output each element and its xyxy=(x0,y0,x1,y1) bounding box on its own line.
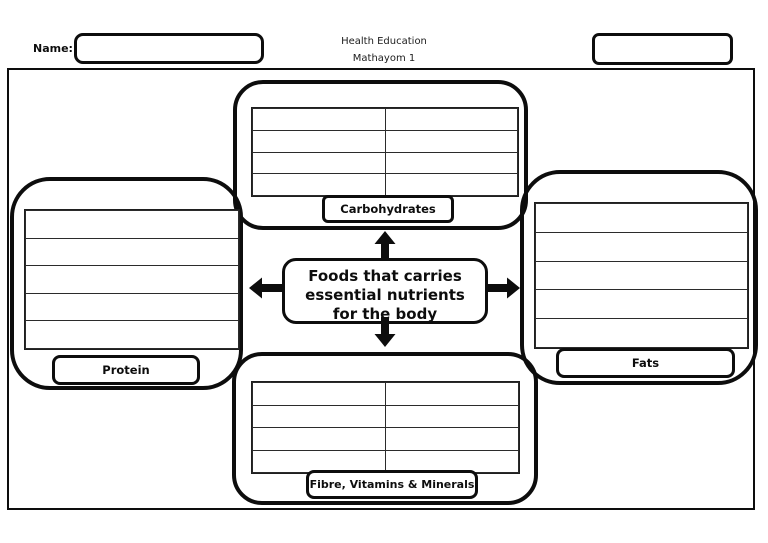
table-cell[interactable] xyxy=(25,320,239,349)
table-cell[interactable] xyxy=(252,404,386,428)
table-cell[interactable] xyxy=(385,427,519,451)
table-cell[interactable] xyxy=(252,129,386,153)
arrow-down-icon xyxy=(374,317,396,347)
fats-label-text: Fats xyxy=(631,356,660,370)
table-cell[interactable] xyxy=(384,173,518,196)
center-title-line2: essential nutrients xyxy=(305,286,465,304)
score-input-box[interactable] xyxy=(592,33,733,65)
center-title-line1: Foods that carries xyxy=(308,267,462,285)
table-cell[interactable] xyxy=(252,108,386,131)
table-cell[interactable] xyxy=(252,173,386,196)
bubble-fats: Fats xyxy=(520,170,758,385)
table-cell[interactable] xyxy=(535,203,748,233)
table-cell[interactable] xyxy=(385,382,519,406)
table-cell[interactable] xyxy=(252,151,386,175)
table-cell[interactable] xyxy=(25,292,239,322)
bubble-fibre-vitamins-minerals: Fibre, Vitamins & Minerals xyxy=(232,352,538,505)
arrow-left-icon xyxy=(249,277,283,299)
fats-label: Fats xyxy=(556,348,735,378)
carbohydrates-label: Carbohydrates xyxy=(322,195,454,223)
table-cell[interactable] xyxy=(252,449,386,473)
bubble-protein: Protein xyxy=(10,177,243,390)
name-label: Name: xyxy=(33,42,73,55)
table-cell[interactable] xyxy=(535,231,748,262)
table-cell[interactable] xyxy=(535,289,748,320)
table-cell[interactable] xyxy=(535,260,748,291)
arrow-right-icon xyxy=(487,277,520,299)
fibre-label-text: Fibre, Vitamins & Minerals xyxy=(309,478,475,491)
carbohydrates-table xyxy=(251,107,519,197)
protein-table xyxy=(24,209,240,350)
center-title-box: Foods that carries essential nutrients f… xyxy=(282,258,488,324)
course-grade: Mathayom 1 xyxy=(352,53,416,64)
table-cell[interactable] xyxy=(384,151,518,175)
table-cell[interactable] xyxy=(25,237,239,267)
table-cell[interactable] xyxy=(384,108,518,131)
course-title: Health Education Mathayom 1 xyxy=(0,33,768,67)
table-cell[interactable] xyxy=(384,129,518,153)
fats-table xyxy=(534,202,749,349)
table-cell[interactable] xyxy=(252,427,386,451)
table-cell[interactable] xyxy=(25,265,239,294)
protein-label-text: Protein xyxy=(102,363,150,377)
center-title-line3: for the body xyxy=(332,305,438,323)
name-input-box[interactable] xyxy=(74,33,264,64)
course-subject: Health Education xyxy=(341,36,427,47)
table-cell[interactable] xyxy=(385,449,519,473)
table-cell[interactable] xyxy=(385,404,519,428)
table-cell[interactable] xyxy=(252,382,386,406)
fibre-label: Fibre, Vitamins & Minerals xyxy=(306,470,478,499)
table-cell[interactable] xyxy=(535,318,748,348)
bubble-carbohydrates: Carbohydrates xyxy=(233,80,528,230)
arrow-up-icon xyxy=(374,231,396,259)
table-cell[interactable] xyxy=(25,210,239,239)
protein-label: Protein xyxy=(52,355,200,385)
fibre-table xyxy=(251,381,520,474)
carbohydrates-label-text: Carbohydrates xyxy=(340,202,436,216)
